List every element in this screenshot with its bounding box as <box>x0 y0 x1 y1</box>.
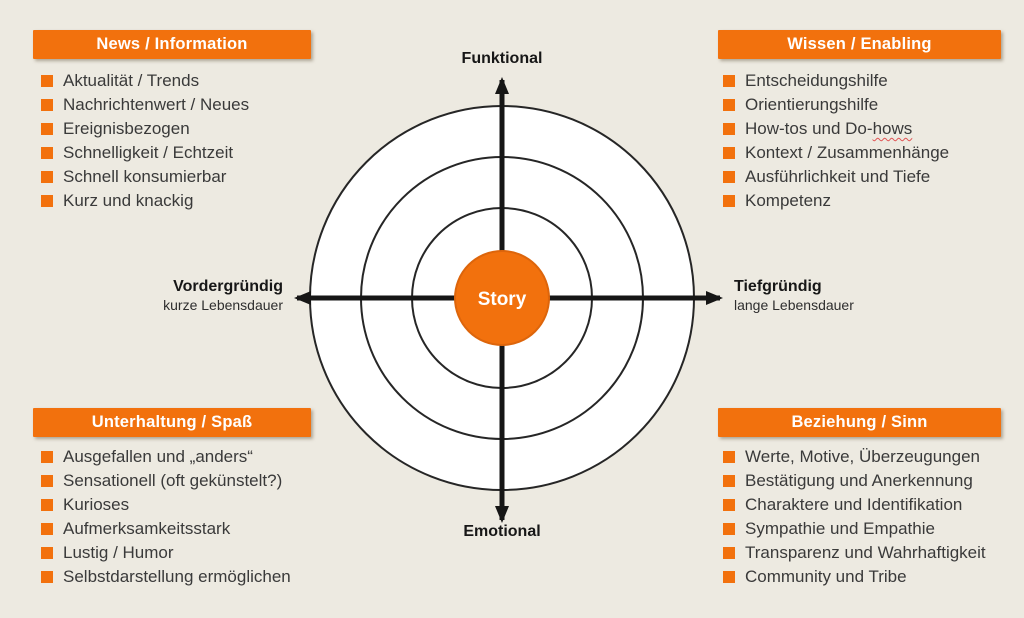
list-item: Sensationell (oft gekünstelt?) <box>33 469 363 493</box>
axis-sublabel-left-text: kurze Lebensdauer <box>163 297 283 313</box>
list-item: Aufmerksamkeitsstark <box>33 517 363 541</box>
list-item-label: Schnelligkeit / Echtzeit <box>63 143 234 162</box>
list-item-label: Nachrichtenwert / Neues <box>63 95 250 114</box>
list-item: Ereignisbezogen <box>33 117 363 141</box>
list-item: Charaktere und Identifikation <box>718 493 1024 517</box>
list-item-label: Ausführlichkeit und Tiefe <box>745 167 931 186</box>
bullet-square-icon <box>723 147 735 159</box>
list-item: Werte, Motive, Überzeugungen <box>718 445 1024 469</box>
list-item-label: Aufmerksamkeitsstark <box>63 519 231 538</box>
bullet-square-icon <box>723 547 735 559</box>
list-item-label: Kompetenz <box>745 191 831 210</box>
list-item-label: Sensationell (oft gekünstelt?) <box>63 471 283 490</box>
quadrant-wissen-enabling: Wissen / Enabling Entscheidungshilfe Ori… <box>718 30 1024 213</box>
list-item-label: Entscheidungshilfe <box>745 71 888 90</box>
axis-label-left: Vordergründig kurze Lebensdauer <box>83 278 283 313</box>
list-item-label: Kurz und knackig <box>63 191 194 210</box>
list-item-label: Lustig / Humor <box>63 543 174 562</box>
axis-label-bottom: Emotional <box>402 523 602 541</box>
list-item: Nachrichtenwert / Neues <box>33 93 363 117</box>
list-item-label: Transparenz und Wahrhaftigkeit <box>745 543 986 562</box>
story-center-circle <box>454 250 550 346</box>
bullet-square-icon <box>723 475 735 487</box>
list-item-label-part: How-tos und Do- <box>745 119 873 138</box>
list-item-label: Kurioses <box>63 495 130 514</box>
bullet-square-icon <box>41 195 53 207</box>
list-beziehung-sinn: Werte, Motive, Überzeugungen Bestätigung… <box>718 445 1024 589</box>
bullet-square-icon <box>723 123 735 135</box>
list-item: Aktualität / Trends <box>33 69 363 93</box>
bullet-square-icon <box>723 571 735 583</box>
bullet-square-icon <box>723 523 735 535</box>
bullet-square-icon <box>41 75 53 87</box>
list-item: Selbstdarstellung ermöglichen <box>33 565 363 589</box>
bullet-square-icon <box>41 475 53 487</box>
quadrant-title-unterhaltung-spass: Unterhaltung / Spaß <box>33 408 311 437</box>
list-item: Kompetenz <box>718 189 1024 213</box>
list-item-label: Sympathie und Empathie <box>745 519 935 538</box>
axis-label-left-text: Vordergründig <box>173 278 283 295</box>
bullet-square-icon <box>723 75 735 87</box>
list-item: Bestätigung und Anerkennung <box>718 469 1024 493</box>
list-item: Ausgefallen und „anders“ <box>33 445 363 469</box>
list-item-label: Aktualität / Trends <box>63 71 200 90</box>
list-item: Community und Tribe <box>718 565 1024 589</box>
list-item-label: Schnell konsumierbar <box>63 167 227 186</box>
list-unterhaltung-spass: Ausgefallen und „anders“ Sensationell (o… <box>33 445 363 589</box>
list-item: Kontext / Zusammenhänge <box>718 141 1024 165</box>
bullet-square-icon <box>723 499 735 511</box>
bullet-square-icon <box>41 571 53 583</box>
axis-label-right-text: Tiefgründig <box>734 278 822 295</box>
bullet-square-icon <box>41 451 53 463</box>
list-item: Kurioses <box>33 493 363 517</box>
target-diagram: Story <box>294 77 723 523</box>
bullet-square-icon <box>41 123 53 135</box>
bullet-square-icon <box>41 523 53 535</box>
axis-label-bottom-text: Emotional <box>463 523 541 540</box>
quadrant-title-beziehung-sinn: Beziehung / Sinn <box>718 408 1001 437</box>
list-item-label: How-tos und Do-hows <box>745 119 912 139</box>
axis-label-top: Funktional <box>402 50 602 68</box>
list-item: Transparenz und Wahrhaftigkeit <box>718 541 1024 565</box>
list-item: Schnell konsumierbar <box>33 165 363 189</box>
bullet-square-icon <box>41 99 53 111</box>
axis-label-right: Tiefgründig lange Lebensdauer <box>734 278 954 313</box>
bullet-square-icon <box>41 499 53 511</box>
quadrant-title-wissen-enabling: Wissen / Enabling <box>718 30 1001 59</box>
quadrant-unterhaltung-spass: Unterhaltung / Spaß Ausgefallen und „and… <box>33 408 363 589</box>
list-news-information: Aktualität / Trends Nachrichtenwert / Ne… <box>33 69 363 213</box>
list-wissen-enabling: Entscheidungshilfe Orientierungshilfe Ho… <box>718 69 1024 213</box>
list-item: Sympathie und Empathie <box>718 517 1024 541</box>
list-item: Schnelligkeit / Echtzeit <box>33 141 363 165</box>
bullet-square-icon <box>723 99 735 111</box>
list-item-label: Bestätigung und Anerkennung <box>745 471 973 490</box>
story-label: Story <box>478 289 527 310</box>
list-item-label: Werte, Motive, Überzeugungen <box>745 447 980 466</box>
bullet-square-icon <box>41 171 53 183</box>
list-item: Entscheidungshilfe <box>718 69 1024 93</box>
bullet-square-icon <box>723 171 735 183</box>
list-item: Lustig / Humor <box>33 541 363 565</box>
quadrant-news-information: News / Information Aktualität / Trends N… <box>33 30 363 213</box>
quadrant-title-news-information: News / Information <box>33 30 311 59</box>
axis-sublabel-right-text: lange Lebensdauer <box>734 297 854 313</box>
list-item: Kurz und knackig <box>33 189 363 213</box>
list-item-label: Charaktere und Identifikation <box>745 495 963 514</box>
axis-label-top-text: Funktional <box>461 50 543 67</box>
list-item: Ausführlichkeit und Tiefe <box>718 165 1024 189</box>
bullet-square-icon <box>723 451 735 463</box>
list-item: Orientierungshilfe <box>718 93 1024 117</box>
list-item-label-spellchecked: hows <box>872 119 913 138</box>
list-item-label: Ereignisbezogen <box>63 119 190 138</box>
list-item-label: Orientierungshilfe <box>745 95 879 114</box>
bullet-square-icon <box>41 147 53 159</box>
list-item-label: Ausgefallen und „anders“ <box>63 447 253 466</box>
list-item-label: Selbstdarstellung ermöglichen <box>63 567 291 586</box>
list-item-label: Kontext / Zusammenhänge <box>745 143 950 162</box>
list-item-label: Community und Tribe <box>745 567 907 586</box>
bullet-square-icon <box>41 547 53 559</box>
quadrant-beziehung-sinn: Beziehung / Sinn Werte, Motive, Überzeug… <box>718 408 1024 589</box>
bullet-square-icon <box>723 195 735 207</box>
list-item: How-tos und Do-hows <box>718 117 1024 141</box>
